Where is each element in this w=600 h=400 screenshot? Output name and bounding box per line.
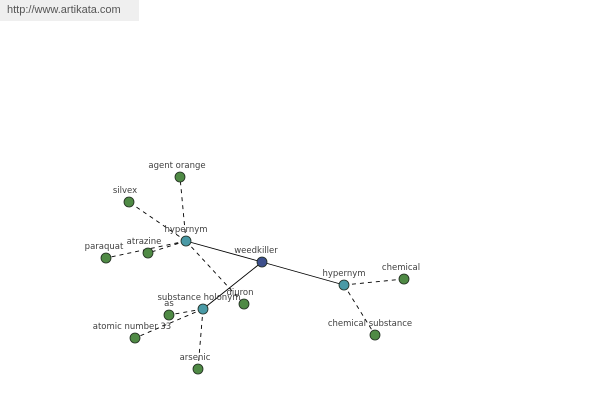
edge-root-to-hol <box>202 261 263 310</box>
edge-hyp1-to-diuron <box>185 240 245 305</box>
edge-hol-to-arsenic <box>197 308 204 370</box>
edge-hyp1-to-silvex <box>128 201 187 242</box>
label-relation-hol: substance holonym <box>157 293 240 303</box>
label-atomic-number-33: atomic number 33 <box>93 322 171 332</box>
node-agent-orange[interactable] <box>174 171 186 183</box>
label-chemical-substance: chemical substance <box>328 319 412 329</box>
label-silvex: silvex <box>113 186 137 196</box>
site-url-link[interactable]: http://www.artikata.com <box>7 4 121 16</box>
url-bar: http://www.artikata.com <box>0 0 139 21</box>
node-relation-hol[interactable] <box>197 303 209 315</box>
label-atrazine: atrazine <box>127 237 162 247</box>
node-paraquat[interactable] <box>100 252 112 264</box>
edge-hol-to-as <box>168 308 204 316</box>
node-relation-hyp1[interactable] <box>180 235 192 247</box>
node-chemical[interactable] <box>398 273 410 285</box>
node-atrazine[interactable] <box>142 247 154 259</box>
node-atomic-number-33[interactable] <box>129 332 141 344</box>
label-chemical: chemical <box>382 263 420 273</box>
edge-hyp1-to-agent-orange <box>179 176 187 242</box>
label-as: as <box>164 299 174 309</box>
edge-root-to-hyp1 <box>185 240 263 263</box>
edge-hyp1-to-atrazine <box>147 240 187 254</box>
node-diuron[interactable] <box>238 298 250 310</box>
node-chemical-substance[interactable] <box>369 329 381 341</box>
label-diuron: diuron <box>226 288 253 298</box>
graph-nodes <box>100 171 410 375</box>
graph-labels: weedkiller hypernym hypernym substance holo… <box>85 161 420 363</box>
node-relation-hyp2[interactable] <box>338 279 350 291</box>
node-as[interactable] <box>163 309 175 321</box>
graph-edges <box>105 176 405 370</box>
label-root: weedkiller <box>234 246 278 256</box>
label-relation-hyp2: hypernym <box>322 269 365 279</box>
edge-hyp2-to-chemical-substance <box>343 284 376 336</box>
node-root[interactable] <box>256 256 268 268</box>
edge-hyp2-to-chemical <box>343 278 405 286</box>
label-relation-hyp1: hypernym <box>164 225 207 235</box>
label-paraquat: paraquat <box>85 242 124 252</box>
node-arsenic[interactable] <box>192 363 204 375</box>
label-arsenic: arsenic <box>180 353 211 363</box>
node-silvex[interactable] <box>123 196 135 208</box>
label-agent-orange: agent orange <box>148 161 205 171</box>
edge-root-to-hyp2 <box>261 261 345 286</box>
